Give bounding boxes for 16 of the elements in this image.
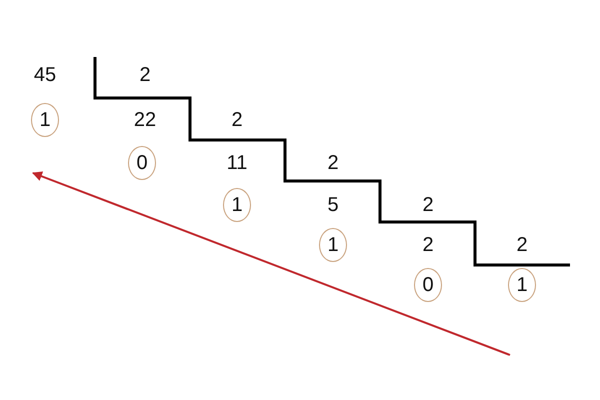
number: 22 xyxy=(134,109,156,131)
circled-remainder: 1 xyxy=(31,103,59,137)
number: 2 xyxy=(422,234,434,256)
number: 2 xyxy=(327,152,339,174)
circled-remainder: 1 xyxy=(319,228,347,262)
number: 11 xyxy=(226,152,248,174)
number: 45 xyxy=(34,64,56,86)
number: 2 xyxy=(516,234,528,256)
circled-remainder: 1 xyxy=(223,188,251,222)
number: 2 xyxy=(139,64,151,86)
number: 2 xyxy=(231,109,243,131)
number: 5 xyxy=(327,194,339,216)
number: 2 xyxy=(422,194,434,216)
circled-remainder: 0 xyxy=(414,268,442,302)
circled-remainder: 0 xyxy=(128,146,156,180)
circled-remainder: 1 xyxy=(508,268,536,302)
